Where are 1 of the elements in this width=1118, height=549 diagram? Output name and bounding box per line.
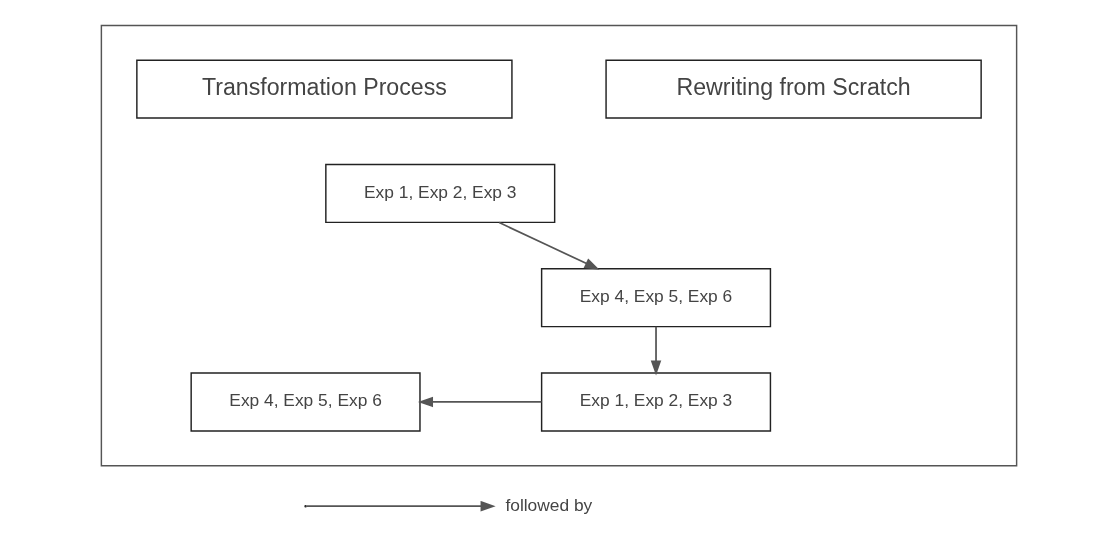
legend-label: followed by [505,494,593,515]
